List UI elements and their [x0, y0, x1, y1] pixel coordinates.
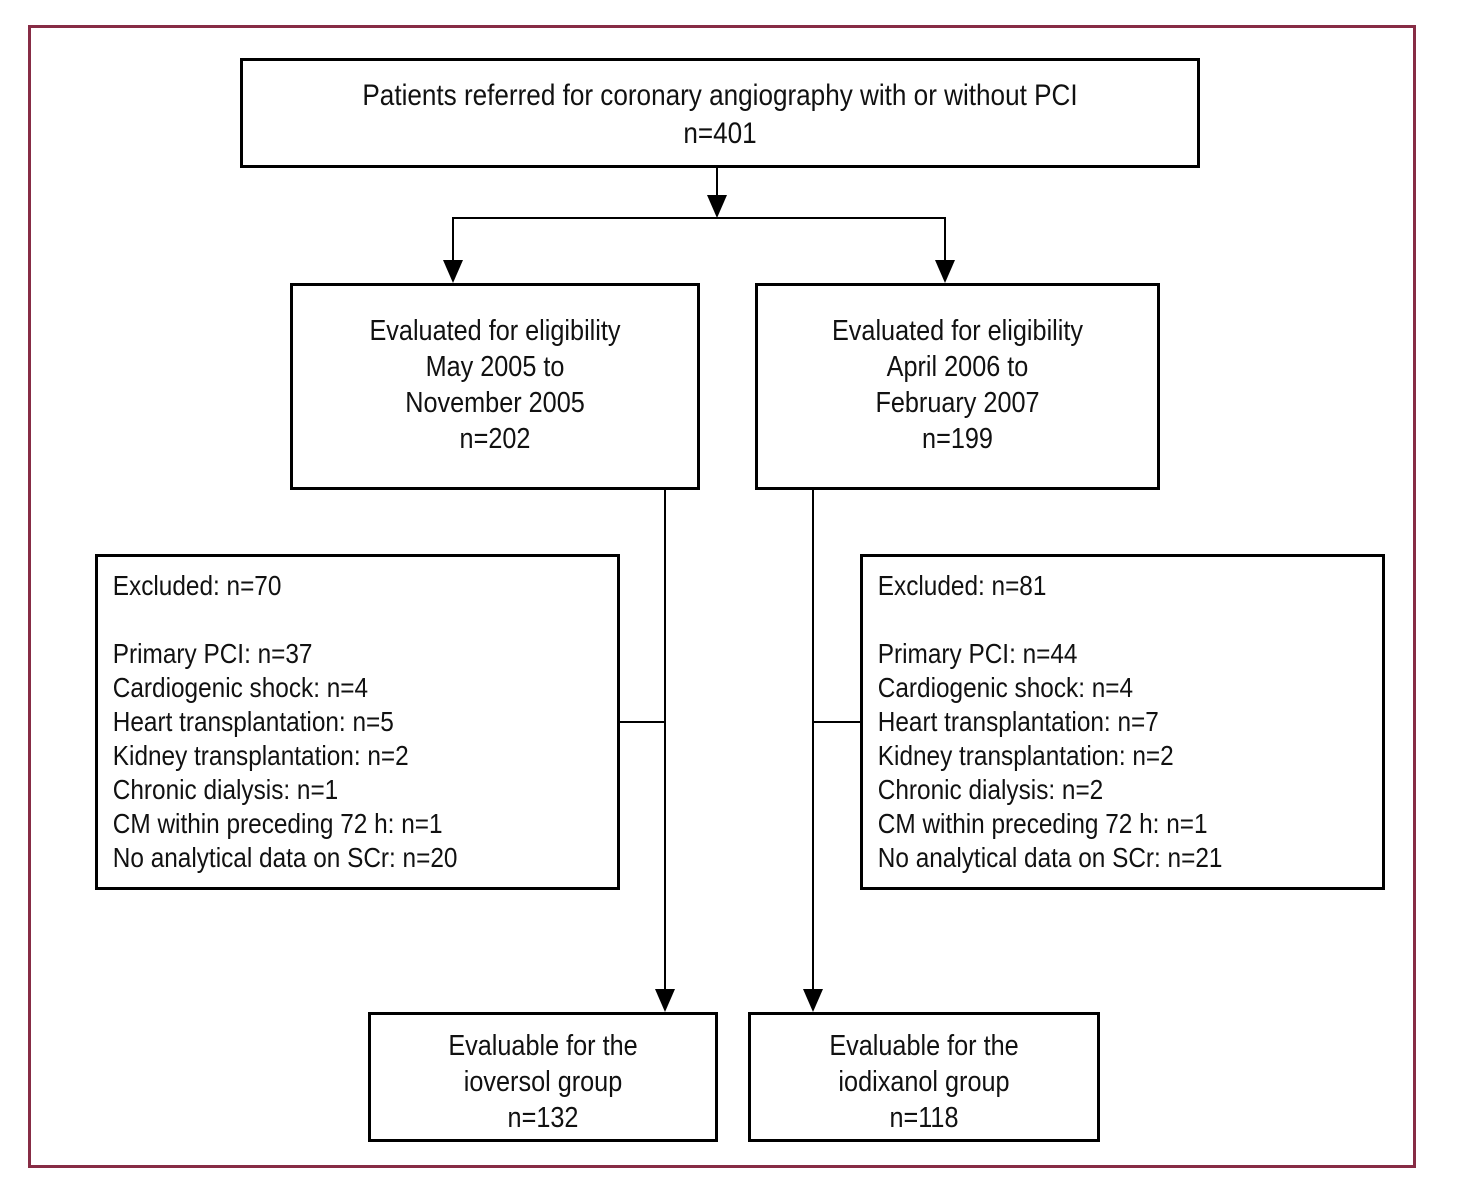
excluded-left-item: No analytical data on SCr: n=20: [112, 842, 458, 873]
excluded-left-item: Cardiogenic shock: n=4: [112, 672, 369, 703]
evaluable-right-count: n=118: [889, 1102, 959, 1134]
box-eligibility-iodixanol: Evaluated for eligibility April 2006 to …: [755, 283, 1160, 490]
connector-branch-right-drop: [944, 217, 946, 262]
excluded-right-item: Cardiogenic shock: n=4: [877, 672, 1134, 703]
connector-excluded-right-stub: [812, 721, 860, 723]
arrow-head-down-right-icon: [935, 260, 955, 283]
excluded-left-spacer: [113, 603, 550, 637]
arrow-head-down-evaluable-right-icon: [803, 989, 823, 1012]
box-patients-referred: Patients referred for coronary angiograp…: [240, 58, 1200, 168]
connector-branch-left-drop: [452, 217, 454, 262]
connector-excluded-left-stub: [620, 721, 666, 723]
box-eligibility-ioversol: Evaluated for eligibility May 2005 to No…: [290, 283, 700, 490]
excluded-left-item: CM within preceding 72 h: n=1: [112, 808, 443, 839]
excluded-left-item: Kidney transplantation: n=2: [112, 740, 409, 771]
eligibility-right-line: February 2007: [875, 387, 1040, 419]
excluded-right-item: CM within preceding 72 h: n=1: [877, 808, 1208, 839]
excluded-left-header: Excluded: n=70: [112, 570, 282, 601]
patients-referred-count: n=401: [683, 117, 757, 150]
evaluable-left-line: Evaluable for the: [448, 1030, 638, 1062]
eligibility-right-line: April 2006 to: [886, 351, 1029, 383]
arrow-head-down-left-icon: [443, 260, 463, 283]
box-excluded-left: Excluded: n=70 Primary PCI: n=37 Cardiog…: [95, 554, 620, 890]
connector-top-stem: [716, 168, 718, 198]
connector-branch-line: [452, 217, 946, 219]
excluded-right-spacer: [878, 603, 1315, 637]
box-evaluable-ioversol: Evaluable for the ioversol group n=132: [368, 1012, 718, 1142]
excluded-left-item: Heart transplantation: n=5: [112, 706, 394, 737]
excluded-left-item: Primary PCI: n=37: [112, 638, 313, 669]
excluded-right-item: Heart transplantation: n=7: [877, 706, 1159, 737]
eligibility-right-line: Evaluated for eligibility: [831, 315, 1084, 347]
excluded-right-item: Primary PCI: n=44: [877, 638, 1078, 669]
eligibility-left-line: Evaluated for eligibility: [369, 315, 621, 347]
arrow-head-down-evaluable-left-icon: [655, 989, 675, 1012]
arrow-head-down-center-icon: [707, 195, 727, 218]
connector-right-long: [812, 490, 814, 992]
box-evaluable-iodixanol: Evaluable for the iodixanol group n=118: [748, 1012, 1100, 1142]
evaluable-right-line: Evaluable for the: [829, 1030, 1019, 1062]
eligibility-left-line: November 2005: [405, 387, 585, 419]
excluded-left-item: Chronic dialysis: n=1: [112, 774, 339, 805]
eligibility-right-count: n=199: [922, 423, 993, 455]
excluded-right-header: Excluded: n=81: [877, 570, 1047, 601]
evaluable-right-line: iodixanol group: [838, 1066, 1010, 1098]
evaluable-left-line: ioversol group: [463, 1066, 623, 1098]
patients-referred-label: Patients referred for coronary angiograp…: [362, 79, 1078, 112]
figure-frame: [28, 25, 1416, 1168]
connector-left-long: [664, 490, 666, 992]
eligibility-left-count: n=202: [459, 423, 531, 455]
excluded-right-item: No analytical data on SCr: n=21: [877, 842, 1223, 873]
excluded-right-item: Kidney transplantation: n=2: [877, 740, 1174, 771]
eligibility-left-line: May 2005 to: [425, 351, 565, 383]
evaluable-left-count: n=132: [507, 1102, 579, 1134]
box-excluded-right: Excluded: n=81 Primary PCI: n=44 Cardiog…: [860, 554, 1385, 890]
excluded-right-item: Chronic dialysis: n=2: [877, 774, 1104, 805]
